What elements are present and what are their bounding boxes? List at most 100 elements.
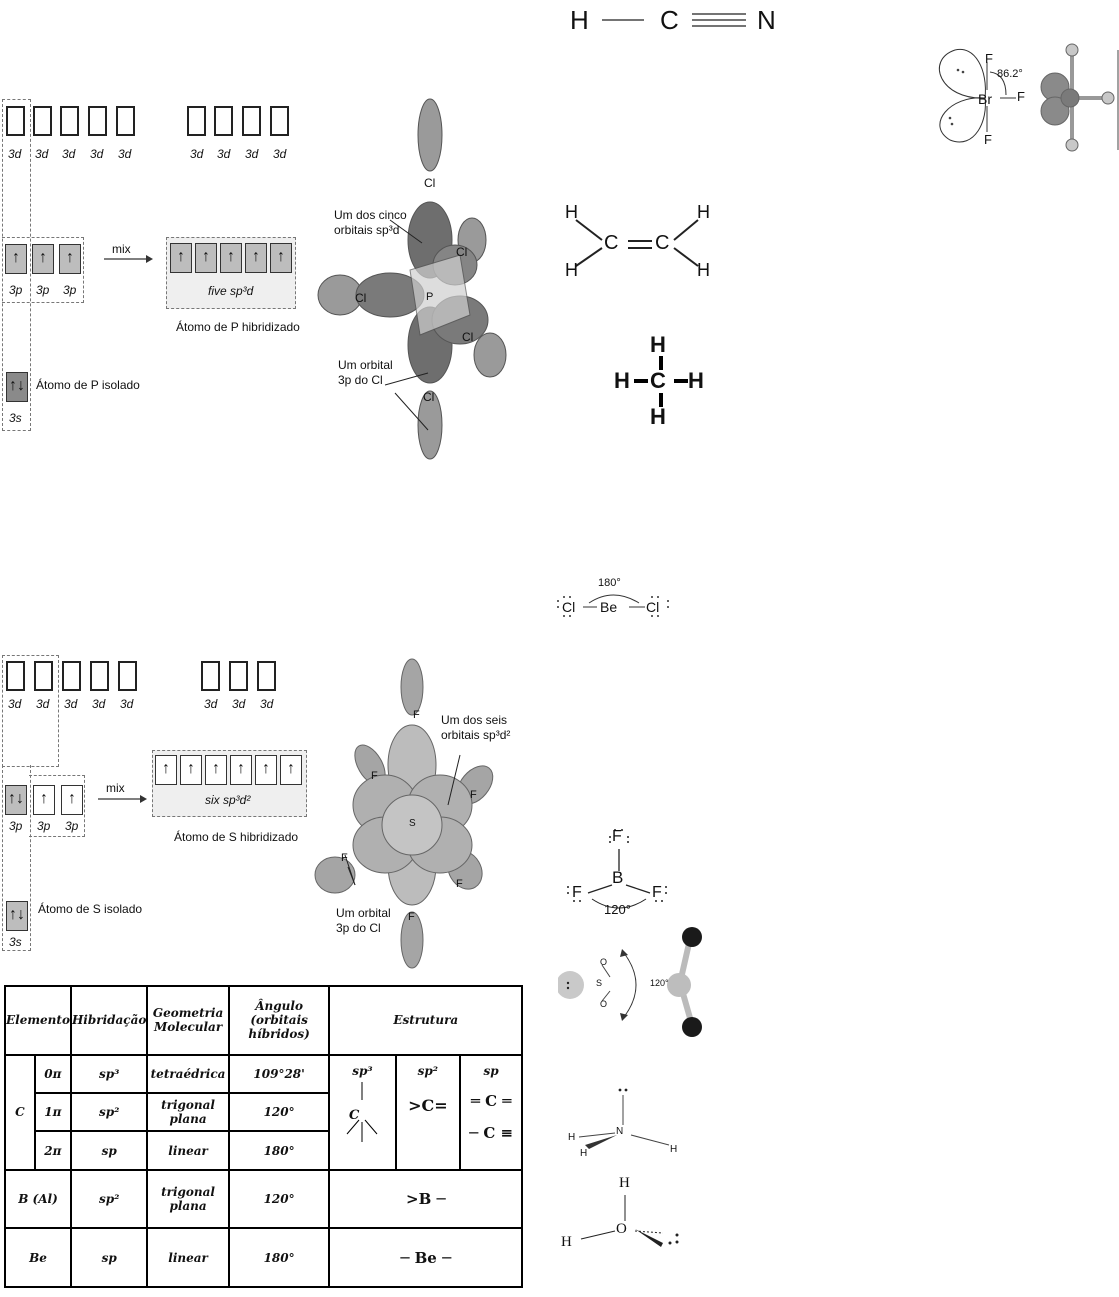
structure-sp: sp ═ C ═ ─ C ≡	[459, 1053, 523, 1171]
cell-angle: 180°	[227, 1227, 331, 1288]
atom-s: S	[596, 978, 603, 988]
sp2-carbon: C	[421, 1095, 435, 1115]
hybrid-label: five sp³d	[208, 284, 254, 298]
cell-bond: 2π	[33, 1130, 72, 1171]
atom-c: C	[650, 368, 666, 393]
isolated-caption: Átomo de S isolado	[38, 902, 143, 916]
atom-f: F	[985, 51, 993, 66]
orbital-box-3s: ↑↓	[6, 372, 28, 402]
orbital-box-3d	[90, 661, 109, 691]
atom-h: H	[565, 260, 578, 280]
atom-f: F	[1017, 89, 1025, 104]
orbital-label: 3d	[35, 147, 49, 161]
header-geometry: Geometria Molecular	[146, 985, 230, 1056]
orbital-callout: Um dos seis orbitais sp³d²	[441, 713, 511, 742]
hybrid-orbital-box: ↑	[155, 755, 177, 785]
bond-lines	[634, 356, 688, 407]
header-hybridization: Hibridação	[69, 985, 149, 1056]
orbital-box-3p: ↑	[5, 244, 27, 274]
orbital-box-3p: ↑	[33, 785, 55, 815]
cl-label: Cl	[462, 330, 474, 344]
cl-orbital-callout: Um orbital 3p do Cl	[336, 906, 391, 935]
f-label: F	[413, 709, 420, 721]
mix-arrow	[104, 255, 153, 263]
cl-label: Cl	[424, 176, 436, 190]
structure-head: sp	[483, 1063, 499, 1078]
orbital-box-3d	[118, 661, 137, 691]
hybridization-table: Elemento Hibridação Geometria Molecular …	[4, 985, 523, 1288]
orbital-callout: Um dos cinco orbitais sp³d	[334, 208, 407, 237]
hybridized-caption: Átomo de P hibridizado	[176, 320, 300, 334]
orbital-label: 3d	[62, 147, 76, 161]
bond-lines	[567, 829, 667, 909]
orbital-label: 3p	[65, 819, 79, 833]
cell-hybridization: sp³	[69, 1053, 149, 1095]
atom-br: Br	[978, 91, 992, 107]
sp3-carbon-label: C	[349, 1108, 360, 1123]
atom-h: H	[619, 1175, 630, 1191]
hybrid-orbital-box: ↑	[195, 243, 217, 273]
atom-h: H	[614, 368, 630, 393]
cl-label: Cl	[456, 245, 468, 259]
boron-structure: B ─	[418, 1190, 446, 1209]
orbital-box-3d	[187, 106, 206, 136]
atom-h: H	[561, 1234, 572, 1250]
isolated-atom-outline	[2, 765, 31, 951]
orbital-box-3d	[242, 106, 261, 136]
orbital-label: 3d	[118, 147, 132, 161]
orbital-box-3d	[6, 661, 25, 691]
bond-lines	[557, 594, 669, 617]
atom-be: Be	[600, 599, 618, 615]
atom-h: H	[570, 5, 589, 35]
orbital-label: 3d	[120, 697, 134, 711]
hybrid-orbital-box: ↑	[220, 243, 242, 273]
cl-label: Cl	[355, 291, 367, 305]
sp3-structure-diagram	[347, 1081, 378, 1142]
structure-beryllium: ─ Be ─	[328, 1227, 523, 1288]
cell-element: C	[4, 1053, 36, 1171]
mix-label: mix	[112, 242, 131, 256]
orbital-box-3s: ↑↓	[6, 901, 28, 931]
bond-lines	[575, 219, 699, 267]
cell-hybridization: sp	[69, 1130, 149, 1171]
orbital-label: 3p	[37, 819, 51, 833]
atom-h: H	[565, 202, 578, 222]
orbital-label: 3d	[8, 147, 22, 161]
orbital-label: 3d	[92, 697, 106, 711]
cell-hybridization: sp	[69, 1227, 149, 1288]
orbital-label: 3d	[64, 697, 78, 711]
atom-f: F	[572, 884, 582, 901]
hybrid-orbital-box: ↑	[230, 755, 252, 785]
structure-boron: >B ─	[328, 1168, 523, 1230]
mix-arrow	[98, 795, 147, 803]
cell-element: B (Al)	[4, 1168, 72, 1230]
atom-o: O	[600, 999, 608, 1009]
p-orbital-outline	[29, 775, 85, 837]
f-label: F	[470, 789, 477, 801]
cell-geometry: linear	[146, 1227, 230, 1288]
orbital-label: 3d	[190, 147, 204, 161]
orbital-label: 3p	[36, 283, 50, 297]
cell-angle: 180°	[227, 1130, 331, 1171]
cell-angle: 120°	[227, 1092, 331, 1133]
hybridized-caption: Átomo de S hibridizado	[174, 830, 299, 844]
atom-h: H	[650, 332, 666, 357]
orbital-box-3d	[6, 106, 25, 136]
structure-head: sp²	[417, 1063, 439, 1078]
atom-o: O	[616, 1221, 627, 1237]
orbital-label: 3d	[217, 147, 231, 161]
f-label: F	[371, 770, 378, 782]
cell-element: Be	[4, 1227, 72, 1288]
hybrid-orbital-box: ↑	[280, 755, 302, 785]
orbital-label: 3s	[9, 411, 22, 425]
atom-f: F	[612, 828, 622, 845]
hybrid-orbital-box: ↑	[205, 755, 227, 785]
orbital-label: 3d	[8, 697, 22, 711]
orbital-box-3d	[60, 106, 79, 136]
orbital-label: 3d	[204, 697, 218, 711]
atom-c: C	[660, 5, 679, 35]
atom-h: H	[688, 368, 704, 393]
isolated-atom-outline	[2, 99, 31, 431]
atom-f: F	[984, 132, 992, 147]
hybrid-orbital-box: ↑	[270, 243, 292, 273]
